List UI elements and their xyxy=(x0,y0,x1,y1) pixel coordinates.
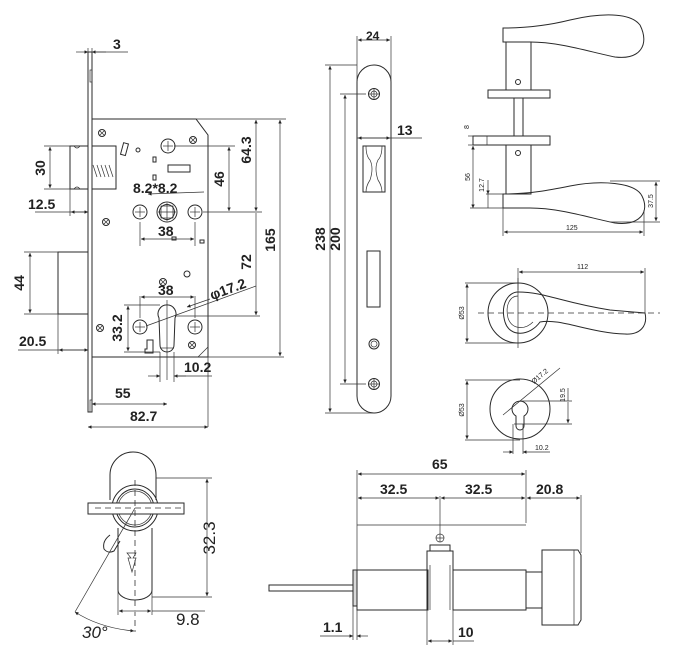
lever-side-view: 8 56 12.7 37.5 125 xyxy=(464,14,660,236)
rose-lower xyxy=(472,135,551,146)
dim-lever-projection: 112 xyxy=(577,264,588,271)
mounting-hole-icon xyxy=(368,378,380,390)
latch-window xyxy=(362,145,386,193)
dim-screw-spacing-bottom: 38 xyxy=(158,282,174,298)
dim-cylinder-profile-height: 32.3 xyxy=(200,521,219,554)
mounting-hole-icon xyxy=(132,204,148,220)
cylinder-profile xyxy=(157,304,177,353)
cylinder-side-view: 65 32.5 32.5 20.8 1.1 10 xyxy=(268,456,582,645)
cylinder-body-left xyxy=(356,569,429,611)
screw-icon xyxy=(102,218,110,226)
mounting-hole-icon xyxy=(132,319,148,335)
escutcheon-view: Ø17.2 19.5 Ø53 10.2 xyxy=(459,367,572,454)
dim-lever-length: 125 xyxy=(566,225,578,232)
dim-cylinder-slot-width: 10.2 xyxy=(184,359,211,375)
dim-faceplate-thickness: 3 xyxy=(113,36,121,52)
lever-top-view: 112 Ø53 xyxy=(459,264,660,348)
dim-grip-height: 37.5 xyxy=(648,194,655,208)
dim-spindle-height: 64.3 xyxy=(238,136,254,163)
brand-logo-icon xyxy=(126,552,137,574)
faceplate xyxy=(87,51,93,413)
mounting-hole-icon xyxy=(368,88,380,100)
dim-case-height: 165 xyxy=(262,228,278,252)
dim-latch-height: 30 xyxy=(32,160,48,176)
strike-plate xyxy=(356,64,392,414)
dim-latch-projection: 12.5 xyxy=(28,196,55,212)
mounting-hole-icon xyxy=(160,138,176,154)
spindle-hub xyxy=(156,201,178,223)
cylinder-end-view: 30° 32.3 9.8 xyxy=(74,451,219,642)
dim-screw-spacing: 200 xyxy=(327,227,343,251)
dim-cylinder-profile-height: 33.2 xyxy=(109,314,125,341)
cam xyxy=(426,550,454,610)
mounting-hole-icon xyxy=(187,319,203,335)
dim-cylinder-diameter: φ17.2 xyxy=(208,275,249,303)
dim-latch-window-width: 13 xyxy=(397,122,413,138)
dim-cam-angle: 30° xyxy=(82,623,108,642)
lever-upper xyxy=(502,14,645,58)
screw-icon xyxy=(96,324,104,332)
dim-escutcheon-diameter: Ø53 xyxy=(459,403,466,416)
dim-case-width: 82.7 xyxy=(130,408,157,424)
rose-upper xyxy=(487,89,551,99)
cam-flat xyxy=(87,502,185,515)
strike-plate-view: 24 238 200 13 xyxy=(312,29,422,414)
dim-spindle-to-top: 46 xyxy=(211,171,227,187)
dim-rose-diameter: Ø53 xyxy=(459,306,466,319)
dim-centre-distance: 72 xyxy=(238,254,254,270)
dim-screw-spacing-top: 38 xyxy=(158,223,174,239)
escutcheon-rose xyxy=(489,378,551,440)
thumb-turn-knob xyxy=(541,549,582,626)
dim-flange: 1.1 xyxy=(323,619,343,635)
dim-total-length: 238 xyxy=(312,227,328,251)
screw-icon xyxy=(189,136,197,144)
dim-cam-width: 10 xyxy=(458,624,474,640)
dim-rose-to-lever: 56 xyxy=(465,173,472,181)
dim-escutcheon-slot: 10.2 xyxy=(535,445,549,452)
dim-keyhole-height: 19.5 xyxy=(560,388,567,402)
deadbolt xyxy=(57,251,89,315)
lock-body-view: 3 30 12.5 44 20.5 55 82.7 46 64.3 165 xyxy=(11,36,286,429)
dim-cylinder-total-length: 65 xyxy=(432,456,448,472)
dim-keyhole-diameter: Ø17.2 xyxy=(531,368,550,386)
dim-knob-length: 20.8 xyxy=(536,481,563,497)
screw-icon xyxy=(188,341,196,349)
cylinder-body-right xyxy=(452,569,527,611)
screw-icon xyxy=(98,129,106,137)
dim-plate-width: 24 xyxy=(366,29,380,43)
latch-bolt xyxy=(69,145,89,190)
dim-half-right: 32.5 xyxy=(465,481,492,497)
dim-deadbolt-height: 44 xyxy=(11,275,27,291)
bolt-window xyxy=(366,250,381,308)
dim-rose-thickness: 8 xyxy=(464,125,471,129)
lever-lower xyxy=(502,182,646,224)
dim-spindle-square: 8.2*8.2 xyxy=(133,180,178,196)
dim-lever-offset: 12.7 xyxy=(479,178,486,192)
dim-cylinder-profile-width: 9.8 xyxy=(176,610,200,629)
tail-bar xyxy=(268,584,354,592)
dim-deadbolt-projection: 20.5 xyxy=(19,333,46,349)
dim-backset: 55 xyxy=(115,385,131,401)
lever-grip xyxy=(503,291,647,335)
mounting-hole-icon xyxy=(187,204,203,220)
spindle xyxy=(513,97,524,137)
dim-half-left: 32.5 xyxy=(380,481,407,497)
